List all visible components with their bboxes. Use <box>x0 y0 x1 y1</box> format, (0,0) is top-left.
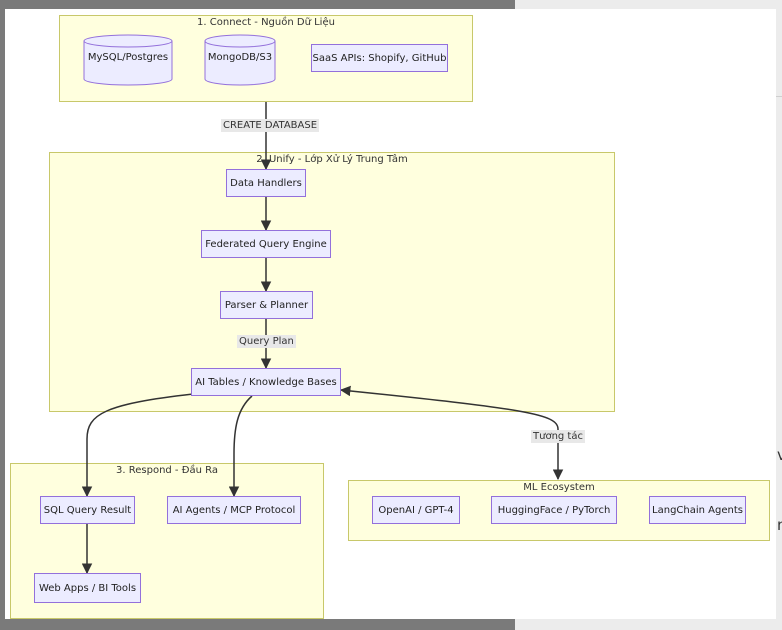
edge-label-interact: Tương tác <box>531 430 585 443</box>
node-sql-query-result: SQL Query Result <box>40 496 135 524</box>
node-mysql-postgres: MySQL/Postgres <box>87 52 169 63</box>
edge-aitables-to-agents <box>228 395 253 498</box>
background-text-fragment: n <box>777 516 782 534</box>
node-mongodb-s3: MongoDB/S3 <box>207 52 273 63</box>
node-langchain: LangChain Agents <box>649 496 746 524</box>
cluster-title: 1. Connect - Nguồn Dữ Liệu <box>197 17 335 28</box>
node-parser-planner: Parser & Planner <box>220 291 313 319</box>
node-web-apps: Web Apps / BI Tools <box>34 573 141 603</box>
node-federated-query-engine: Federated Query Engine <box>201 230 331 258</box>
edges-layer <box>81 34 564 575</box>
database-icon <box>83 34 173 86</box>
diagram-viewer: 1. Connect - Nguồn Dữ Liệu 2. Unify - Lớ… <box>5 9 776 619</box>
cluster-title: ML Ecosystem <box>523 482 595 493</box>
background-text-fragment: v <box>777 446 782 464</box>
edge-label-query-plan: Query Plan <box>237 335 296 348</box>
node-huggingface: HuggingFace / PyTorch <box>491 496 617 524</box>
node-ai-agents: AI Agents / MCP Protocol <box>167 496 301 524</box>
cluster-title: 3. Respond - Đầu Ra <box>116 465 218 476</box>
edge-aitables-to-sql <box>81 393 194 498</box>
cluster-title: 2. Unify - Lớp Xử Lý Trung Tâm <box>256 154 408 165</box>
edge-label-create-database: CREATE DATABASE <box>221 119 320 132</box>
node-data-handlers: Data Handlers <box>226 169 306 197</box>
edge-ml-aitables <box>339 385 564 481</box>
node-ai-tables: AI Tables / Knowledge Bases <box>191 368 341 396</box>
node-openai: OpenAI / GPT-4 <box>372 496 460 524</box>
node-saas-apis: SaaS APIs: Shopify, GitHub <box>311 44 448 72</box>
database-icon <box>204 34 276 86</box>
